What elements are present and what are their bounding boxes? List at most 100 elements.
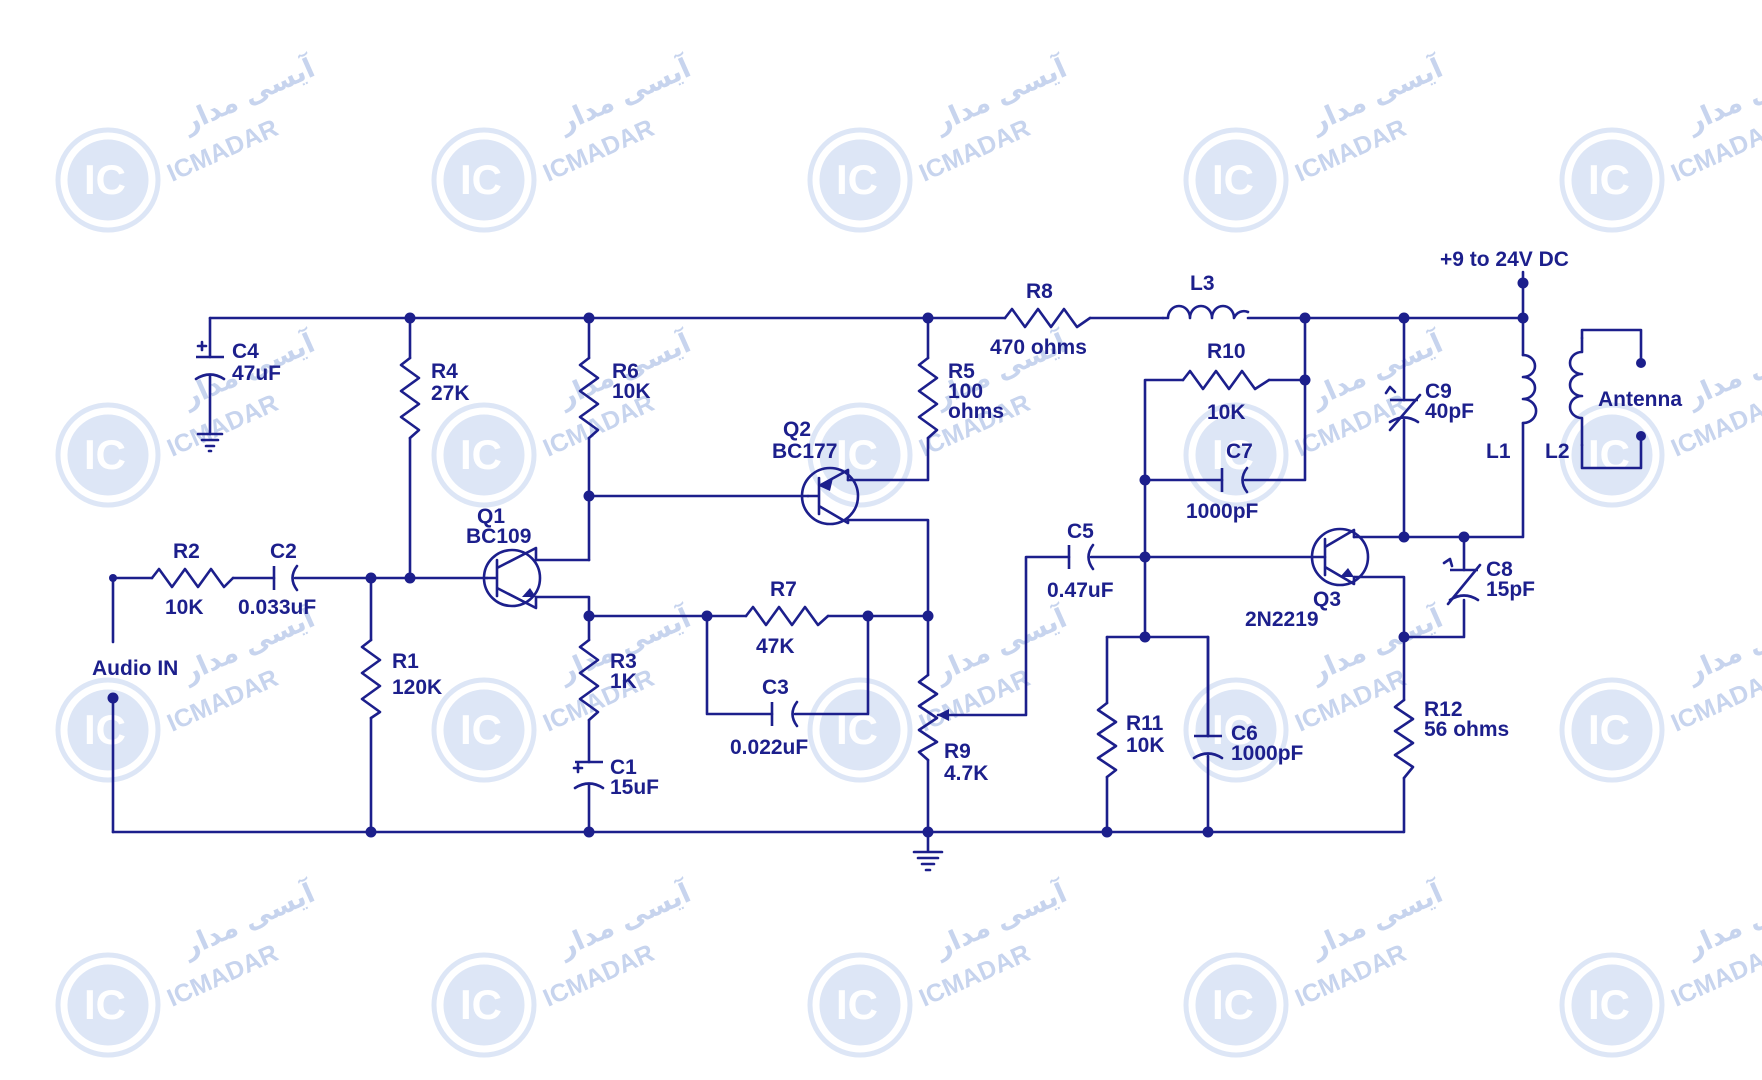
- watermark-logo-icon: [440, 136, 528, 224]
- watermark-brand-en: ICMADAR: [915, 114, 1034, 188]
- r3-ref: R3: [610, 650, 637, 673]
- watermark-brand-en: ICMADAR: [539, 939, 658, 1013]
- c2-value: 0.033uF: [238, 596, 316, 619]
- watermark-logo-ring: [1559, 952, 1665, 1058]
- watermark-logo-ring: [55, 127, 161, 233]
- audio-in-terminal: [109, 694, 117, 702]
- resistor-r2: [150, 567, 235, 589]
- watermark-logo-ring: [807, 677, 913, 783]
- watermark-logo-icon: [1192, 686, 1280, 774]
- watermark-logo-icon: [64, 686, 152, 774]
- watermark-logo-text: IC: [1588, 706, 1630, 753]
- watermark-logo-ring: [807, 952, 913, 1058]
- watermark-logo-ring: [1183, 677, 1289, 783]
- junction-dots: [107, 277, 1646, 838]
- watermark-brand-en: ICMADAR: [163, 664, 282, 738]
- watermark-logo-text: IC: [84, 981, 126, 1028]
- r10-value: 10K: [1207, 401, 1246, 424]
- watermark-logo-ring: [55, 402, 161, 508]
- c3-value: 0.022uF: [730, 736, 808, 759]
- capacitor-c1: [572, 760, 605, 790]
- watermark-logo-text: IC: [1212, 706, 1254, 753]
- resistor-r10: [1181, 369, 1271, 391]
- transistor-q3: [1310, 527, 1370, 587]
- c5-ref: C5: [1067, 520, 1094, 543]
- watermark-logo-text: IC: [1588, 431, 1630, 478]
- watermark-logo-icon: [440, 411, 528, 499]
- watermark-logo-icon: [64, 136, 152, 224]
- r4-ref: R4: [431, 360, 458, 383]
- transistor-q2: [800, 466, 860, 526]
- resistor-r11: [1096, 701, 1118, 779]
- capacitor-c6: [1192, 635, 1224, 760]
- capacitor-c7: [1220, 466, 1249, 494]
- r10-ref: R10: [1207, 340, 1246, 363]
- watermark-logo-ring: [55, 677, 161, 783]
- watermark-logo-ring: [431, 127, 537, 233]
- resistor-r12: [1393, 698, 1415, 780]
- r6-ref: R6: [612, 360, 639, 383]
- antenna-label: Antenna: [1598, 388, 1682, 411]
- l1-ref: L1: [1486, 440, 1511, 463]
- watermark-logo-text: IC: [84, 156, 126, 203]
- c9-value: 40pF: [1425, 400, 1474, 423]
- q3-ref: Q3: [1313, 588, 1341, 611]
- watermark-logo-icon: [816, 961, 904, 1049]
- q3-value: 2N2219: [1245, 608, 1319, 631]
- watermark-logo-icon: [816, 686, 904, 774]
- ground-symbol-main: [912, 830, 944, 872]
- watermark-logo-ring: [807, 127, 913, 233]
- q1-ref: Q1: [477, 505, 505, 528]
- watermark-logo-ring: [1183, 402, 1289, 508]
- c6-ref: C6: [1231, 722, 1258, 745]
- resistor-r6: [578, 356, 600, 440]
- watermark-brand-en: ICMADAR: [915, 664, 1034, 738]
- r1-value: 120K: [392, 676, 442, 699]
- watermark-logo-icon: [440, 686, 528, 774]
- c8-ref: C8: [1486, 558, 1513, 581]
- c1-ref: C1: [610, 756, 637, 779]
- variable-capacitor-c8: [1442, 557, 1482, 606]
- l3-ref: L3: [1190, 272, 1215, 295]
- r1-ref: R1: [392, 650, 419, 673]
- watermark-brand-en: ICMADAR: [915, 939, 1034, 1013]
- capacitor-c2: [272, 564, 299, 592]
- watermark-logo-text: IC: [460, 156, 502, 203]
- ground-symbol-c4: [196, 432, 224, 453]
- inductor-l3: [1161, 304, 1250, 320]
- q2-value: BC177: [772, 440, 837, 463]
- capacitor-c4: [194, 340, 226, 381]
- watermark-logo-icon: [440, 961, 528, 1049]
- watermark-logo-ring: [1559, 127, 1665, 233]
- r12-ref: R12: [1424, 698, 1463, 721]
- r8-ref: R8: [1026, 280, 1053, 303]
- r5-value-unit: ohms: [948, 400, 1004, 423]
- l2-ref: L2: [1545, 440, 1570, 463]
- r5-ref: R5: [948, 360, 975, 383]
- watermark-logo-ring: [1183, 127, 1289, 233]
- watermark-brand-en: ICMADAR: [163, 389, 282, 463]
- q2-ref: Q2: [783, 418, 811, 441]
- r2-ref: R2: [173, 540, 200, 563]
- watermark-logo-icon: [1192, 411, 1280, 499]
- watermark-logo-text: IC: [1588, 156, 1630, 203]
- watermark-logo-ring: [431, 402, 537, 508]
- watermark-logo-text: IC: [836, 981, 878, 1028]
- c8-value: 15pF: [1486, 578, 1535, 601]
- r8-value: 470 ohms: [990, 336, 1087, 359]
- watermark-brand-en: ICMADAR: [1291, 939, 1410, 1013]
- watermark-logo-text: IC: [836, 156, 878, 203]
- resistor-r4: [399, 356, 421, 440]
- audio-in-label: Audio IN: [92, 657, 178, 680]
- watermark-logo-text: IC: [1212, 981, 1254, 1028]
